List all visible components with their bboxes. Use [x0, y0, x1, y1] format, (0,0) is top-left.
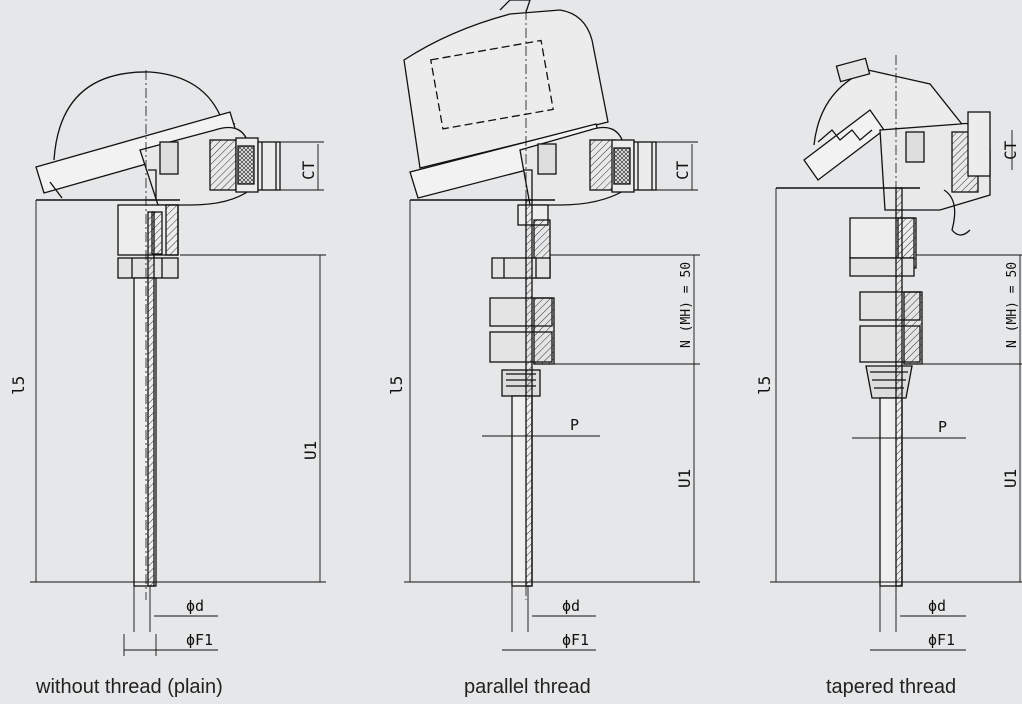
- label-phi-f1-plain: ϕF1: [186, 631, 213, 649]
- label-ct-plain: CT: [299, 160, 318, 180]
- hex-nut: [491, 257, 551, 279]
- variant-tapered: [770, 55, 1022, 651]
- display-housing: [403, 9, 609, 169]
- label-p-tapered: P: [938, 418, 947, 436]
- head-dome: [53, 71, 236, 161]
- label-p-parallel: P: [570, 416, 579, 434]
- label-phi-d-plain: ϕd: [186, 597, 204, 615]
- variant-parallel: [403, 0, 700, 651]
- label-phi-d-tapered: ϕd: [928, 597, 946, 615]
- label-n-mh-tapered: N (MH) = 50: [1005, 262, 1020, 348]
- caption-plain: without thread (plain): [36, 676, 223, 698]
- caption-parallel: parallel thread: [464, 676, 591, 698]
- tapered-thread: [865, 365, 913, 399]
- label-phi-f1-parallel: ϕF1: [562, 631, 589, 649]
- label-ct-tapered: CT: [1001, 140, 1020, 160]
- label-u1-tapered: U1: [1001, 469, 1020, 488]
- label-phi-d-parallel: ϕd: [562, 597, 580, 615]
- label-phi-f1-tapered: ϕF1: [928, 631, 955, 649]
- terminal-block: [967, 111, 991, 177]
- label-u1-parallel: U1: [675, 469, 694, 488]
- hex-nut: [849, 257, 915, 277]
- label-ct-parallel: CT: [673, 160, 692, 180]
- label-u1-plain: U1: [301, 441, 320, 460]
- label-l5-tapered: l5: [755, 376, 774, 395]
- variant-plain: [30, 70, 326, 656]
- label-l5-parallel: l5: [387, 376, 406, 395]
- label-n-mh-parallel: N (MH) = 50: [679, 262, 694, 348]
- label-l5-plain: l5: [9, 376, 28, 395]
- caption-tapered: tapered thread: [826, 676, 957, 698]
